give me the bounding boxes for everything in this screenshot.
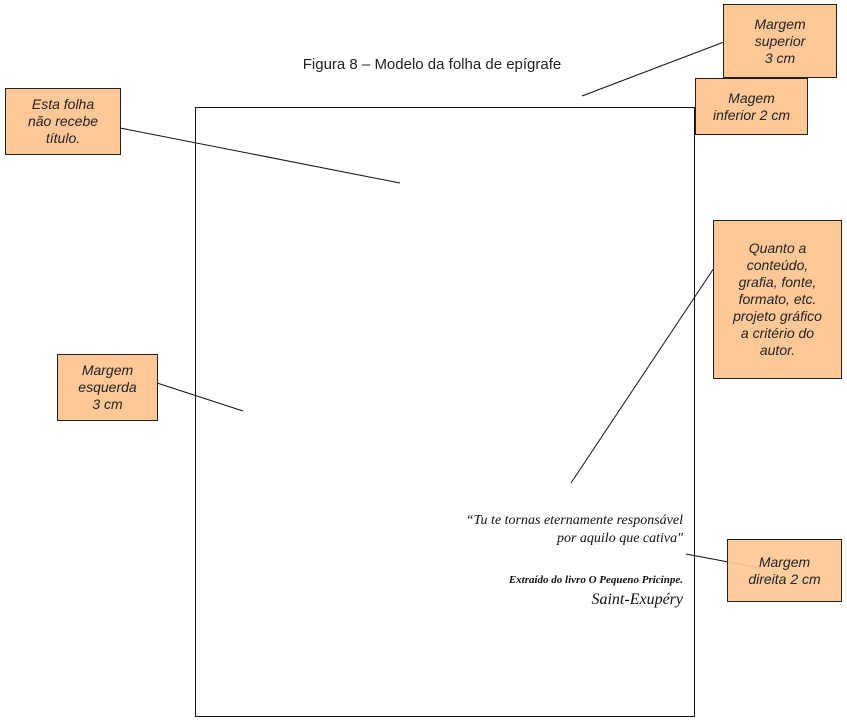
page-model <box>195 107 695 717</box>
callout-conteudo: Quanto a conteúdo, grafia, fonte, format… <box>713 220 842 379</box>
callout-margem-esquerda: Margem esquerda 3 cm <box>57 354 158 421</box>
leader-line-superior <box>581 41 725 97</box>
epigraph-line-1: “Tu te tornas eternamente responsável <box>465 513 683 528</box>
leader-line-conteudo <box>570 267 715 484</box>
leader-line-titulo <box>114 126 401 184</box>
epigraph-line-2: por aquilo que cativa" <box>556 531 683 546</box>
callout-margem-direita: Margem direita 2 cm <box>727 539 842 602</box>
leader-line-esquerda <box>156 382 244 412</box>
epigraph-source: Extraído do livro O Pequeno Pricinpe. <box>508 574 683 586</box>
callout-margem-inferior: Magem inferior 2 cm <box>695 78 808 135</box>
figure-title: Figura 8 – Modelo da folha de epígrafe <box>302 56 562 73</box>
callout-sem-titulo: Esta folha não recebe título. <box>5 88 121 155</box>
epigraph-author: Saint-Exupéry <box>591 591 683 608</box>
callout-margem-superior: Margem superior 3 cm <box>723 4 837 78</box>
